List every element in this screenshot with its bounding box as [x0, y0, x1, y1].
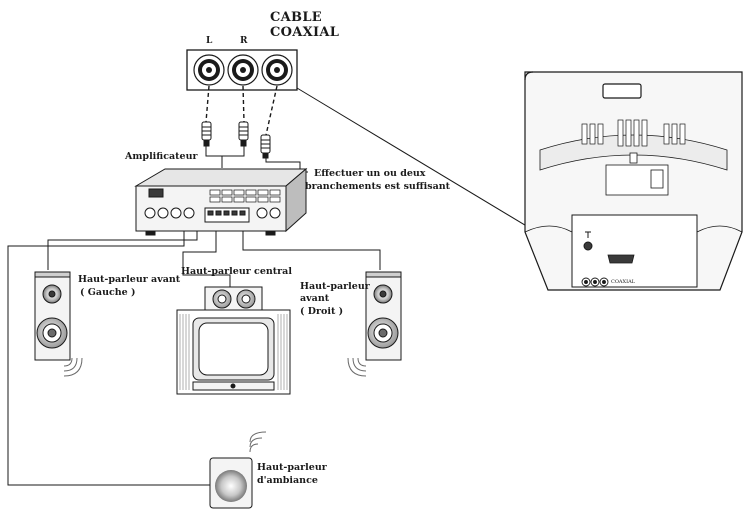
- rca-plugs: [201, 121, 271, 159]
- rear-scart-connector-icon: [607, 254, 635, 264]
- jack-label-left: L: [206, 36, 213, 46]
- rear-rca-jacks-icon: [581, 277, 609, 287]
- note-line-2: branchements est suffisant: [305, 181, 451, 192]
- note-line-1: Effectuer un ou deux: [314, 168, 426, 179]
- rca-plug-coaxial-icon: [260, 134, 271, 159]
- television-front-icon: [176, 309, 291, 395]
- rca-plug-right-icon: [238, 121, 249, 147]
- front-left-label-line-1: Haut-parleur avant: [78, 274, 181, 285]
- jack-label-right: R: [240, 36, 248, 46]
- center-speaker-icon: [204, 286, 263, 312]
- title-line-1: CABLE: [270, 10, 322, 25]
- dashed-cables: [205, 85, 278, 136]
- front-left-speaker-icon: [34, 271, 71, 361]
- front-left-sound-waves-icon: [63, 357, 83, 377]
- surround-sound-waves-icon: [249, 431, 267, 453]
- jack-left-icon: [193, 54, 225, 86]
- rear-coaxial-tag: COAXIAL: [611, 279, 636, 285]
- plug-bracket: [205, 146, 308, 173]
- surround-speaker-icon: [209, 457, 253, 509]
- front-right-label-line-1: Haut-parleur: [300, 281, 370, 292]
- jack-coaxial-icon: [261, 54, 293, 86]
- front-right-sound-waves-icon: [347, 357, 367, 377]
- coaxial-jack-panel: [186, 49, 298, 91]
- speaker-wires: [7, 231, 381, 486]
- surround-label-line-2: d'ambiance: [257, 475, 318, 486]
- amplifier-icon: [134, 167, 308, 236]
- jack-right-icon: [227, 54, 259, 86]
- front-right-speaker-icon: [365, 271, 402, 361]
- rear-antenna-input-icon: [583, 231, 593, 251]
- front-right-label-line-3: ( Droit ): [300, 306, 344, 317]
- center-speaker-label: Haut-parleur central: [181, 266, 292, 277]
- title-line-2: COAXIAL: [270, 25, 340, 40]
- front-left-label-line-2: ( Gauche ): [80, 287, 136, 298]
- television-rear-icon: [524, 71, 743, 291]
- front-right-label-line-2: avant: [300, 293, 330, 304]
- rca-plug-left-icon: [201, 121, 212, 147]
- surround-label-line-1: Haut-parleur: [257, 462, 327, 473]
- amplifier-label: Amplificateur: [125, 151, 198, 162]
